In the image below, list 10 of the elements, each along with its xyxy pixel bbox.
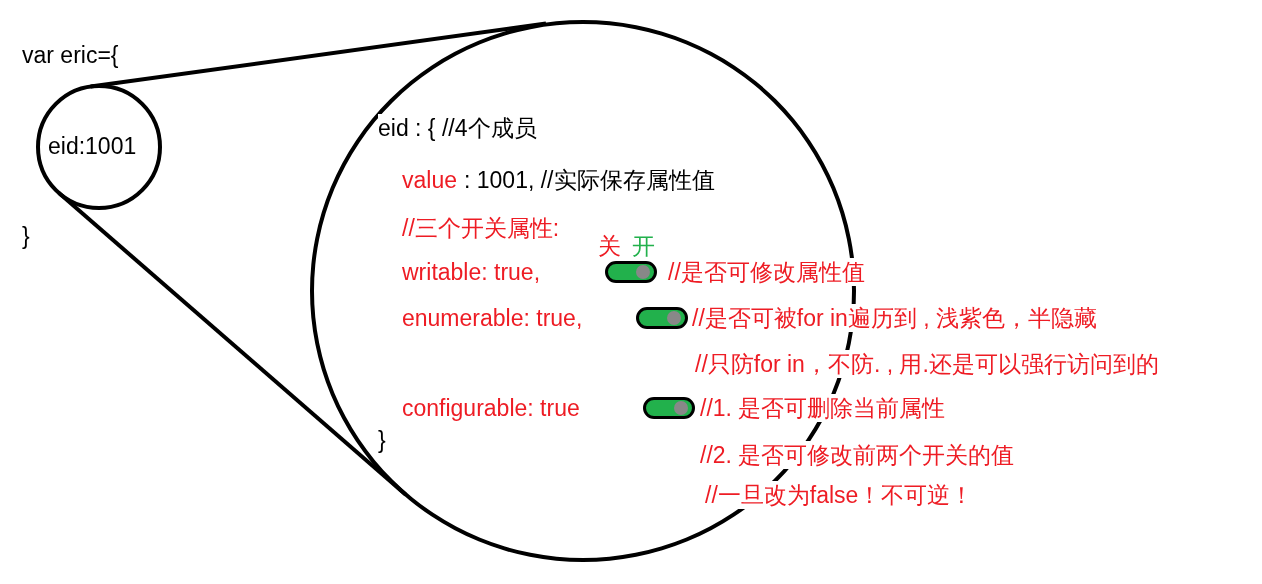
code-text: : 1001, //实际保存属性值 <box>464 166 715 194</box>
small-circle <box>36 84 162 210</box>
switch-label: 关 <box>598 232 621 260</box>
comment-text: //1. 是否可删除当前属性 <box>700 394 946 422</box>
code-text: eid : { //4个成员 <box>378 114 537 142</box>
comment-text: //只防for in，不防. , 用.还是可以强行访问到的 <box>695 350 1159 378</box>
comment-text: //是否可被for in遍历到 , 浅紫色，半隐藏 <box>692 304 1098 332</box>
comment-text: //是否可修改属性值 <box>668 258 865 286</box>
comment-text: //2. 是否可修改前两个开关的值 <box>700 441 1015 469</box>
comment-text: //三个开关属性: <box>402 214 560 242</box>
